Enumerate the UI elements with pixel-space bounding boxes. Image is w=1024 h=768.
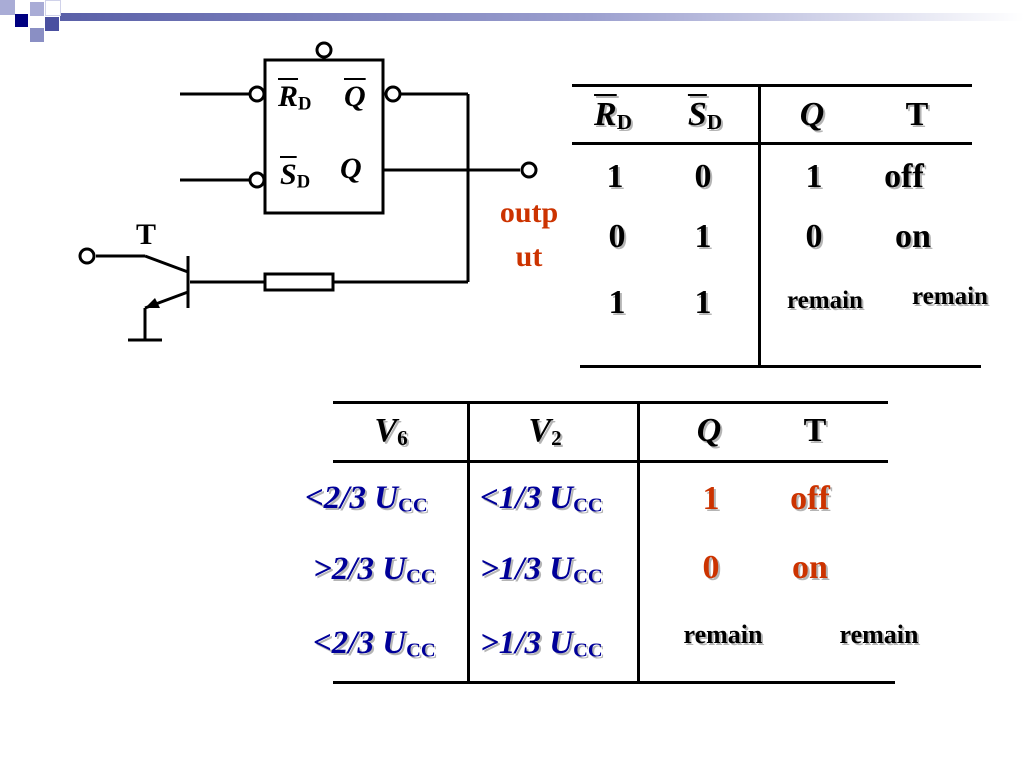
- deco-square: [0, 0, 15, 15]
- table1-column-divider: [758, 84, 761, 366]
- table1-header-t: T: [905, 96, 929, 133]
- header-band: [60, 13, 1024, 21]
- table2-cell: >1/3 UCC: [480, 551, 603, 588]
- deco-square: [45, 0, 61, 16]
- table2-header-v2: V2: [528, 412, 562, 450]
- deco-square: [15, 14, 28, 27]
- terminal-base: [78, 247, 96, 265]
- table1-header-rd: RD: [594, 96, 632, 134]
- table2-bottom-rule: [333, 681, 895, 684]
- table1-bottom-rule: [580, 365, 981, 368]
- table1-cell: 1: [694, 284, 712, 321]
- pin-sd-label: SD: [280, 158, 311, 193]
- output-label-line2: ut: [515, 240, 543, 273]
- flip-flop-circuit: [78, 41, 538, 342]
- table1-cell: 1: [608, 284, 626, 321]
- table2-cell: remain: [683, 620, 763, 649]
- table2-header-t: T: [803, 412, 827, 449]
- table2-cell: <2/3 UCC: [305, 480, 428, 517]
- table1-header-rule: [572, 142, 972, 145]
- table2-cell: on: [792, 549, 828, 586]
- table1-cell: 0: [805, 218, 823, 255]
- table2-top-rule: [333, 401, 888, 404]
- table1-cell: 1: [805, 158, 823, 195]
- pin-qbar-label: Q: [344, 80, 366, 113]
- deco-square: [30, 28, 44, 42]
- table2-cell: <1/3 UCC: [480, 480, 603, 517]
- transistor-label: T: [136, 218, 157, 251]
- table2-cell: 0: [702, 549, 720, 586]
- table1-cell: remain: [912, 283, 988, 310]
- table2-column-divider: [467, 401, 470, 683]
- table1-cell: off: [884, 158, 924, 195]
- output-label-line1: outp: [499, 196, 559, 229]
- deco-square: [30, 2, 44, 16]
- table1-cell: remain: [787, 287, 863, 314]
- table2-header-rule: [333, 460, 888, 463]
- table2-column-divider: [637, 401, 640, 683]
- terminal-output: [520, 161, 538, 179]
- table2-cell: off: [790, 480, 830, 517]
- table1-cell: 0: [608, 218, 626, 255]
- resistor: [263, 272, 335, 292]
- table1-cell: on: [895, 218, 931, 255]
- table1-cell: 0: [694, 158, 712, 195]
- transistor-emitter-arrow: [145, 298, 160, 308]
- inversion-bubble-sd: [248, 171, 266, 189]
- table2-header-v6: V6: [374, 412, 408, 450]
- table1-top-rule: [572, 84, 972, 87]
- table1-cell: 1: [694, 218, 712, 255]
- inversion-bubble-rd: [248, 85, 266, 103]
- terminal-top: [315, 41, 333, 59]
- table2-cell: >2/3 UCC: [313, 551, 436, 588]
- table2-cell: 1: [702, 480, 720, 517]
- deco-square: [45, 17, 59, 31]
- inversion-bubble-qbar: [384, 85, 402, 103]
- table1-cell: 1: [606, 158, 624, 195]
- table2-cell: <2/3 UCC: [313, 625, 436, 662]
- pin-q-label: Q: [340, 152, 362, 185]
- table1-header-sd: SD: [687, 96, 723, 134]
- table2-header-q: Q: [696, 412, 722, 449]
- table2-cell: >1/3 UCC: [480, 625, 603, 662]
- table2-cell: remain: [839, 620, 919, 649]
- table1-header-q: Q: [799, 96, 825, 133]
- transistor-collector: [144, 254, 189, 274]
- pin-rd-label: RD: [278, 80, 312, 115]
